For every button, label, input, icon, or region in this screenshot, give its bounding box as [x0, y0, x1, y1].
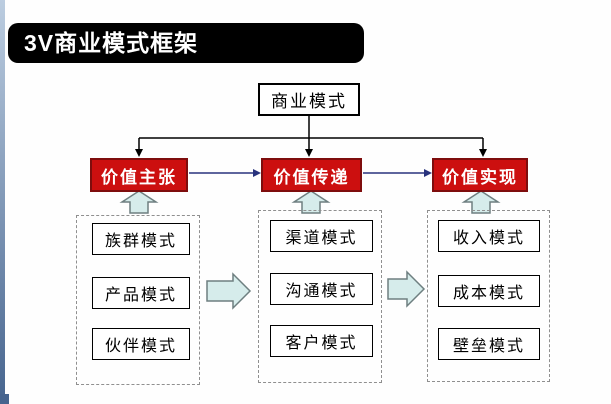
node-model-item: 沟通模式 — [270, 273, 373, 305]
node-model-item: 客户模式 — [270, 325, 373, 357]
up-block-arrows — [119, 190, 501, 214]
slide-edge-corner — [0, 394, 9, 404]
node-model-item: 产品模式 — [92, 277, 190, 309]
up-arrow-icon — [291, 190, 331, 214]
node-model-item: 伙伴模式 — [92, 328, 190, 360]
group-flow-arrows — [206, 270, 426, 310]
slide-edge-decoration — [0, 0, 5, 404]
group-value-proposition-models — [76, 215, 200, 385]
right-arrow-icon — [253, 169, 261, 177]
node-model-item: 族群模式 — [92, 223, 190, 255]
node-value-proposition: 价值主张 — [90, 158, 188, 192]
right-arrow-icon — [424, 169, 432, 177]
right-block-arrow-icon — [206, 272, 252, 310]
node-model-item: 成本模式 — [438, 275, 540, 307]
node-model-item: 渠道模式 — [270, 220, 373, 252]
up-arrow-icon — [461, 190, 501, 214]
down-arrow-icon — [479, 149, 487, 157]
node-business-model: 商业模式 — [258, 83, 360, 116]
down-arrow-icon — [135, 149, 143, 157]
pillar-flow-arrows — [189, 169, 432, 177]
group-value-delivery-models — [258, 210, 382, 383]
tree-connector-lines — [135, 116, 487, 157]
down-arrow-icon — [305, 149, 313, 157]
node-model-item: 壁垒模式 — [438, 328, 540, 360]
node-model-item: 收入模式 — [438, 220, 540, 252]
group-value-realization-models — [427, 210, 550, 382]
node-value-delivery: 价值传递 — [261, 158, 362, 192]
up-arrow-icon — [119, 190, 159, 214]
node-value-realization: 价值实现 — [432, 158, 528, 192]
page-title: 3V商业模式框架 — [8, 23, 364, 63]
right-block-arrow-icon — [387, 270, 426, 308]
